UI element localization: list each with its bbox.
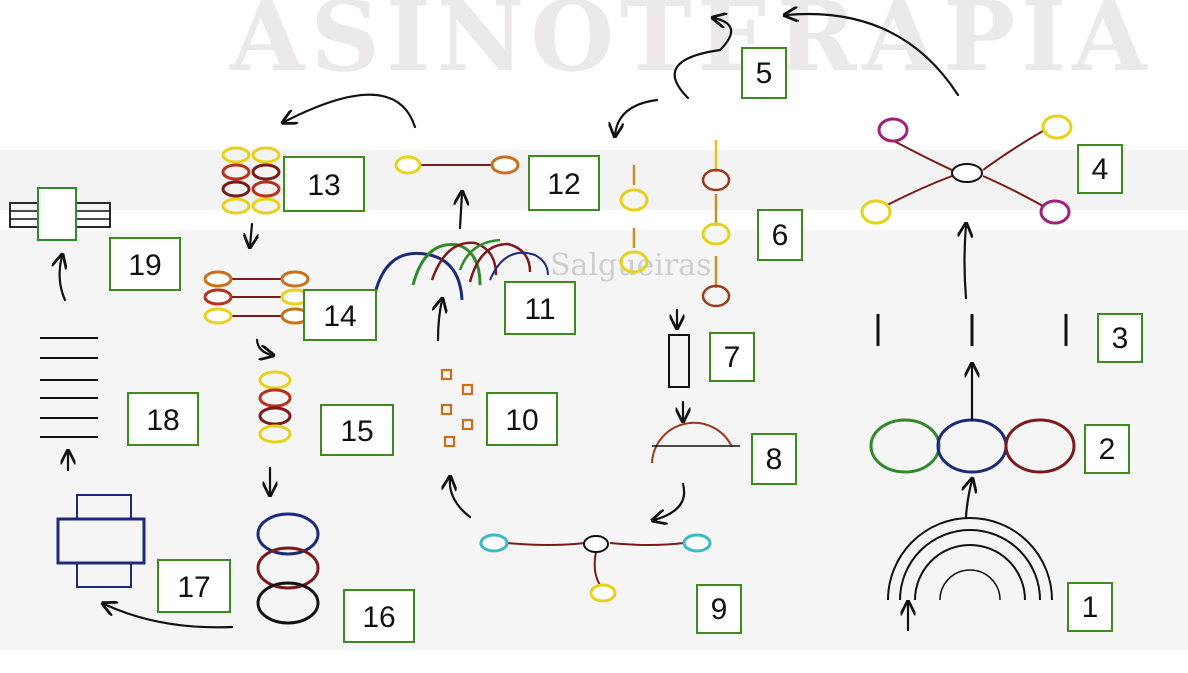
figure-step-8	[651, 421, 740, 464]
arrow-18-to-19	[60, 256, 65, 302]
step-13-label: 13	[283, 156, 365, 212]
arrow-12-to-13	[284, 93, 417, 129]
arrow-16-to-17	[104, 604, 234, 629]
arrow-3-to-4	[965, 225, 967, 300]
step-14-label: 14	[303, 289, 377, 341]
svg-text:19: 19	[128, 249, 161, 282]
figure-step-3	[876, 314, 1068, 346]
arrow-5-loop	[673, 18, 733, 100]
svg-text:17: 17	[177, 571, 210, 604]
step-2-label: 2	[1084, 424, 1130, 474]
svg-text:5: 5	[756, 57, 773, 90]
figure-step-10	[440, 368, 474, 448]
step-12-label: 12	[528, 155, 600, 211]
arrow-4-to-5	[786, 14, 960, 97]
step-16-label: 16	[343, 589, 415, 643]
figure-step-18	[40, 337, 98, 438]
step-19-label: 19	[109, 237, 181, 291]
background-title: ASINOTERAPIA	[229, 0, 1153, 93]
figure-step-16	[256, 512, 320, 625]
svg-text:10: 10	[505, 404, 538, 437]
figure-step-15	[258, 370, 292, 444]
figure-step-17	[56, 494, 146, 588]
step-3-label: 3	[1097, 313, 1143, 363]
svg-text:6: 6	[772, 219, 789, 252]
arrows	[60, 14, 972, 632]
figure-step-9	[479, 533, 712, 603]
svg-text:16: 16	[362, 601, 395, 634]
arrow-13-to-14	[250, 222, 252, 246]
step-5-label: 5	[741, 47, 787, 99]
figure-step-7	[668, 334, 690, 388]
figure-step-11	[372, 238, 549, 301]
figure-step-19	[9, 187, 111, 241]
step-4-label: 4	[1077, 144, 1123, 194]
svg-text:7: 7	[724, 341, 741, 374]
step-15-label: 15	[320, 404, 394, 456]
arrow-14-to-15	[255, 338, 272, 355]
figure-step-13	[221, 146, 281, 215]
step-1-label: 1	[1067, 582, 1113, 632]
svg-text:3: 3	[1112, 322, 1129, 355]
step-17-label: 17	[157, 559, 231, 613]
figure-step-4	[860, 114, 1073, 225]
svg-text:15: 15	[340, 415, 373, 448]
step-6-label: 6	[757, 209, 803, 261]
svg-text:12: 12	[547, 168, 580, 201]
arrow-10-to-11	[438, 300, 442, 342]
figure-step-6	[619, 140, 731, 308]
svg-text:18: 18	[146, 404, 179, 437]
svg-text:2: 2	[1099, 433, 1116, 466]
figure-step-1	[887, 517, 1053, 601]
step-8-label: 8	[751, 433, 797, 485]
step-11-label: 11	[504, 281, 576, 335]
svg-text:4: 4	[1092, 153, 1109, 186]
arrow-1-to-2	[966, 480, 972, 519]
step-18-label: 18	[127, 392, 199, 446]
background-caption: Salgueiras	[550, 248, 712, 283]
figure-step-14	[203, 270, 310, 325]
step-10-label: 10	[486, 392, 558, 446]
svg-text:9: 9	[711, 593, 728, 626]
svg-text:13: 13	[307, 169, 340, 202]
step-9-label: 9	[696, 584, 742, 634]
arrow-8-to-9	[654, 482, 686, 520]
svg-text:14: 14	[323, 300, 356, 333]
svg-text:8: 8	[766, 443, 783, 476]
svg-text:1: 1	[1082, 591, 1099, 624]
step-7-label: 7	[709, 332, 755, 382]
arrow-5-to-6	[615, 98, 659, 135]
svg-text:11: 11	[524, 293, 555, 326]
figure-step-12	[394, 155, 520, 175]
arrow-11-to-12	[460, 193, 462, 230]
arrow-9-to-10	[450, 478, 472, 519]
